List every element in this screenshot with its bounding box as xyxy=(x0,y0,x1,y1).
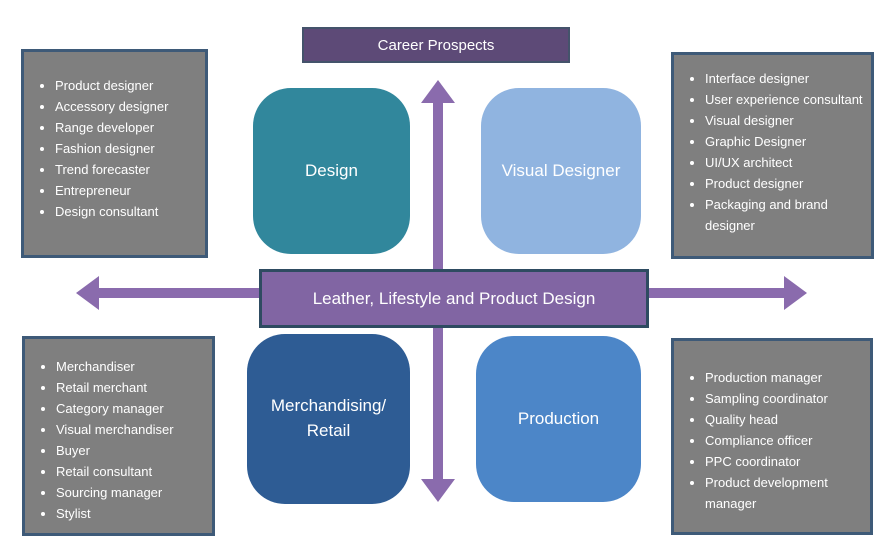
node-production: Production xyxy=(476,336,641,502)
node-merchandising-retail-label: Merchandising/ Retail xyxy=(270,396,387,440)
career-list-item: Sampling coordinator xyxy=(705,388,866,409)
career-list-item: Product designer xyxy=(55,75,201,96)
career-list-item: Category manager xyxy=(56,398,208,419)
design-careers-list: Product designerAccessory designerRange … xyxy=(24,75,205,222)
visual-designer-careers-list: Interface designerUser experience consul… xyxy=(674,68,871,236)
career-list-item: Graphic Designer xyxy=(705,131,867,152)
career-list-item: Visual merchandiser xyxy=(56,419,208,440)
career-list-item: Design consultant xyxy=(55,201,201,222)
arrow-right-icon xyxy=(784,276,807,310)
career-list-item: Compliance officer xyxy=(705,430,866,451)
career-list-item: Product development manager xyxy=(705,472,866,514)
career-list-item: Product designer xyxy=(705,173,867,194)
merchandising-careers-box: MerchandiserRetail merchantCategory mana… xyxy=(22,336,215,536)
node-visual-designer: Visual Designer xyxy=(481,88,641,254)
center-node-label: Leather, Lifestyle and Product Design xyxy=(312,288,596,308)
career-list-item: Trend forecaster xyxy=(55,159,201,180)
node-merchandising-retail: Merchandising/ Retail xyxy=(247,334,410,504)
design-careers-box: Product designerAccessory designerRange … xyxy=(21,49,208,258)
center-node: Leather, Lifestyle and Product Design xyxy=(259,269,649,328)
arrow-left-icon xyxy=(76,276,99,310)
career-list-item: Quality head xyxy=(705,409,866,430)
arrow-down-icon xyxy=(421,479,455,502)
node-design-label: Design xyxy=(305,161,358,180)
career-list-item: PPC coordinator xyxy=(705,451,866,472)
merchandising-careers-list: MerchandiserRetail merchantCategory mana… xyxy=(25,356,212,524)
career-list-item: Visual designer xyxy=(705,110,867,131)
career-list-item: Merchandiser xyxy=(56,356,208,377)
career-list-item: UI/UX architect xyxy=(705,152,867,173)
node-visual-designer-label: Visual Designer xyxy=(501,161,621,180)
production-careers-list: Production managerSampling coordinatorQu… xyxy=(674,367,870,514)
career-list-item: User experience consultant xyxy=(705,89,867,110)
visual-designer-careers-box: Interface designerUser experience consul… xyxy=(671,52,874,259)
career-list-item: Retail merchant xyxy=(56,377,208,398)
career-list-item: Packaging and brand designer xyxy=(705,194,867,236)
career-list-item: Fashion designer xyxy=(55,138,201,159)
career-list-item: Entrepreneur xyxy=(55,180,201,201)
career-list-item: Buyer xyxy=(56,440,208,461)
career-list-item: Production manager xyxy=(705,367,866,388)
career-list-item: Sourcing manager xyxy=(56,482,208,503)
node-design: Design xyxy=(253,88,410,254)
production-careers-box: Production managerSampling coordinatorQu… xyxy=(671,338,873,535)
career-list-item: Retail consultant xyxy=(56,461,208,482)
career-list-item: Range developer xyxy=(55,117,201,138)
node-production-label: Production xyxy=(517,409,600,428)
career-list-item: Interface designer xyxy=(705,68,867,89)
arrow-up-icon xyxy=(421,80,455,103)
career-list-item: Accessory designer xyxy=(55,96,201,117)
diagram-title-label: Career Prospects xyxy=(377,36,495,54)
diagram-title-box: Career Prospects xyxy=(302,27,570,63)
career-list-item: Stylist xyxy=(56,503,208,524)
